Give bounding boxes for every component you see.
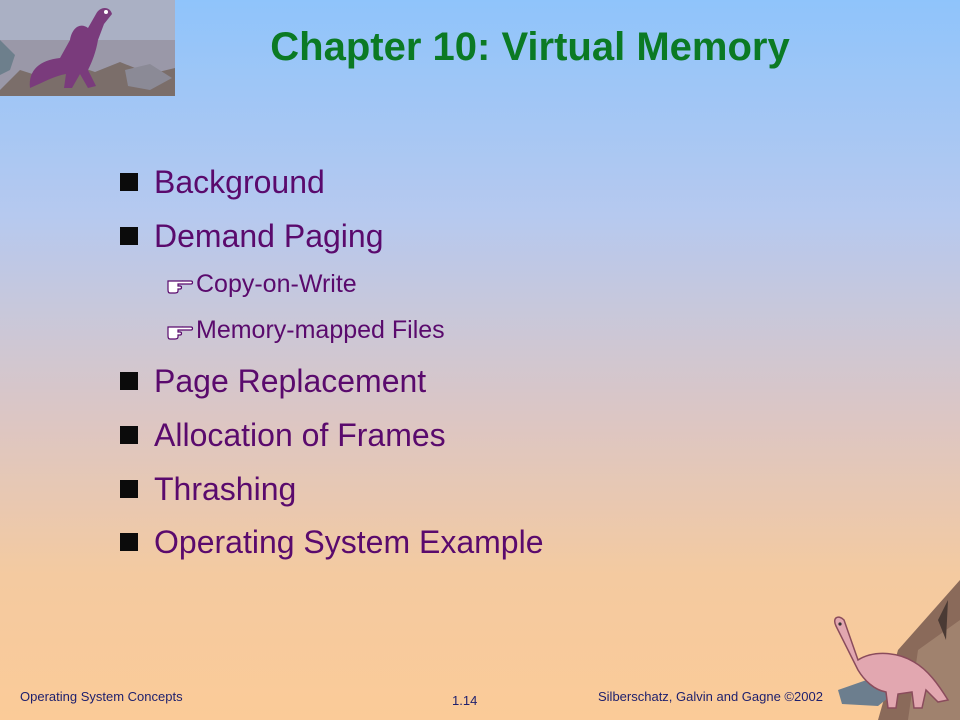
bullet-text: Allocation of Frames bbox=[154, 417, 446, 453]
footer-copyright: Silberschatz, Galvin and Gagne ©2002 bbox=[598, 689, 823, 704]
pointing-hand-icon bbox=[167, 326, 194, 340]
sub-bullet-text: Copy-on-Write bbox=[196, 270, 357, 298]
bullet-thrashing: Thrashing bbox=[120, 469, 296, 509]
pointing-hand-icon bbox=[167, 280, 194, 294]
square-bullet-icon bbox=[120, 426, 138, 444]
square-bullet-icon bbox=[120, 480, 138, 498]
bullet-text: Operating System Example bbox=[154, 524, 544, 560]
sub-bullet-copy-on-write: Copy-on-Write bbox=[166, 268, 357, 300]
bullet-operating-system-example: Operating System Example bbox=[120, 522, 544, 562]
sub-bullet-text: Memory-mapped Files bbox=[196, 316, 445, 344]
footer-course-title: Operating System Concepts bbox=[20, 689, 183, 704]
square-bullet-icon bbox=[120, 533, 138, 551]
bullet-text: Thrashing bbox=[154, 471, 297, 507]
bullet-text: Page Replacement bbox=[154, 363, 427, 399]
bullet-allocation-of-frames: Allocation of Frames bbox=[120, 415, 446, 455]
square-bullet-icon bbox=[120, 173, 138, 191]
footer-page-number: 1.14 bbox=[452, 693, 478, 708]
bullet-demand-paging: Demand Paging bbox=[120, 216, 383, 256]
bullet-page-replacement: Page Replacement bbox=[120, 361, 426, 401]
dinosaur-illustration-top-left bbox=[0, 0, 175, 96]
square-bullet-icon bbox=[120, 227, 138, 245]
dinosaur-illustration-bottom-right bbox=[833, 580, 960, 720]
square-bullet-icon bbox=[120, 372, 138, 390]
bullet-text: Demand Paging bbox=[154, 218, 384, 254]
sub-bullet-memory-mapped-files: Memory-mapped Files bbox=[166, 314, 445, 346]
bullet-text: Background bbox=[154, 164, 325, 200]
slide-title: Chapter 10: Virtual Memory bbox=[270, 25, 790, 69]
bullet-background: Background bbox=[120, 162, 325, 202]
